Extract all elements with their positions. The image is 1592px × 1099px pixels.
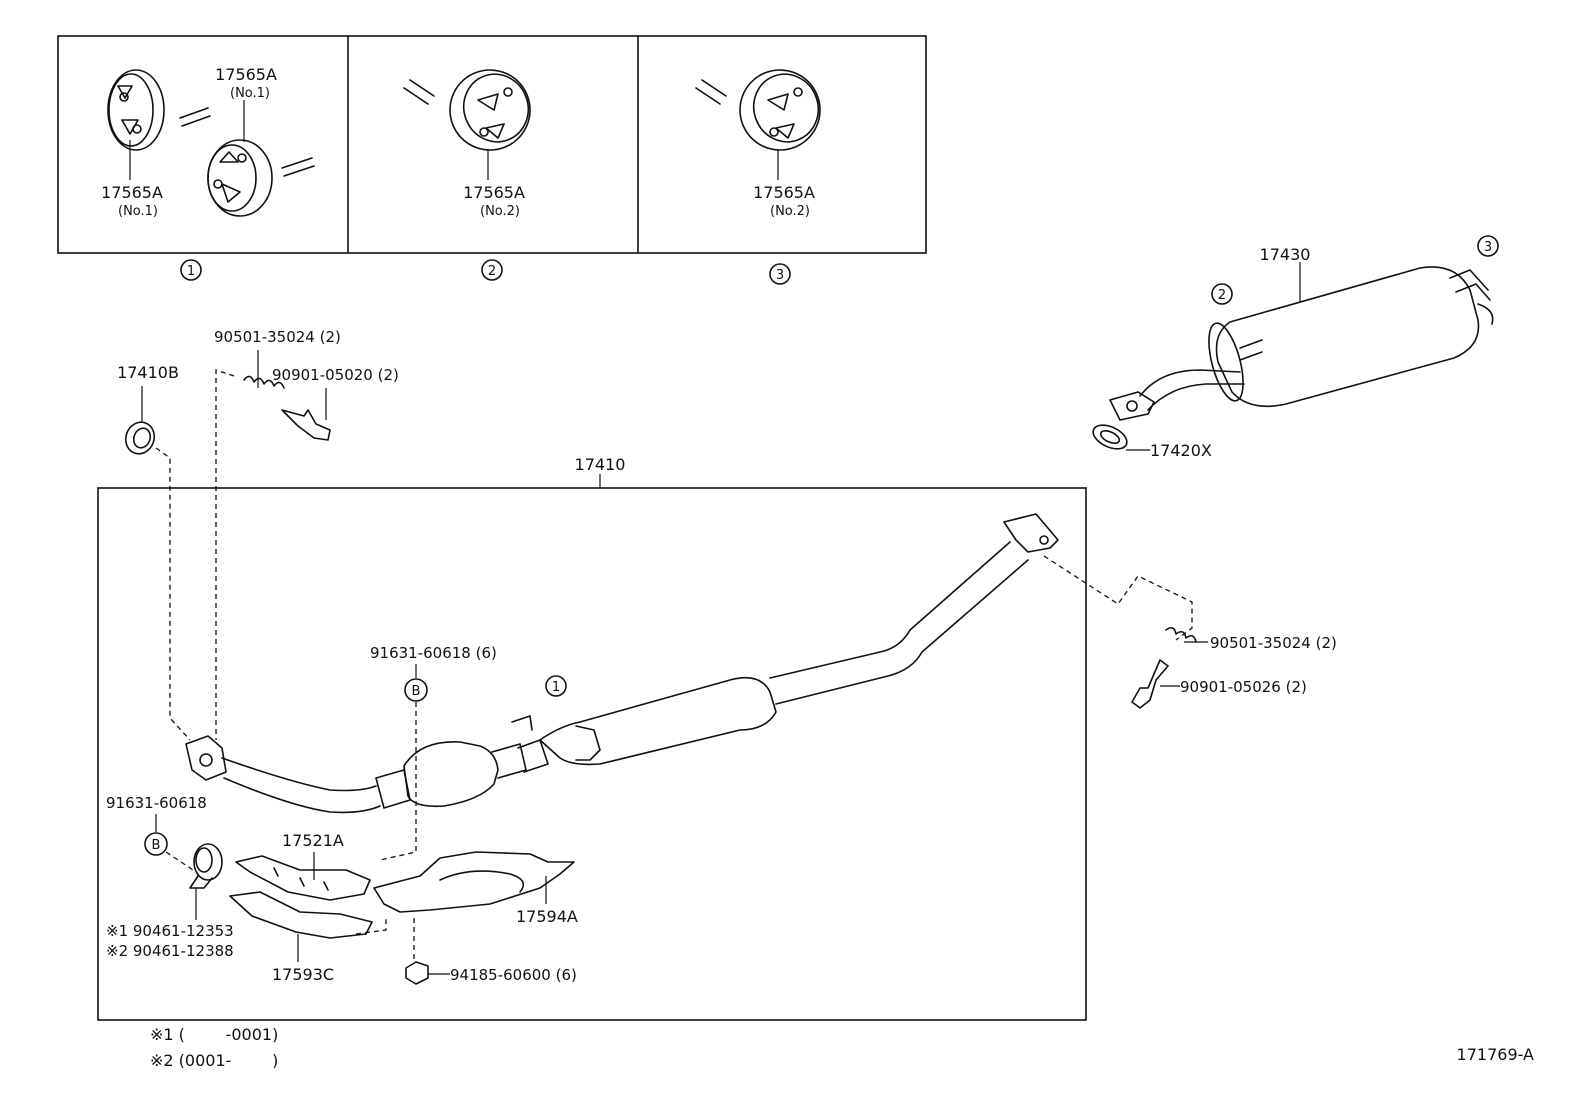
hanger-pin-icon xyxy=(281,157,315,177)
assembly-label: 17410 xyxy=(575,455,626,474)
hanger-rubber-icon xyxy=(207,139,273,217)
part-label: 17565A xyxy=(753,183,815,202)
bolt-icon xyxy=(281,409,331,441)
bracket-b-left: 91631-60618 B ※1 90461-12353 ※2 90461-12… xyxy=(106,794,234,960)
center-pipe: 1 xyxy=(511,513,1059,766)
clamp-icon xyxy=(189,843,223,889)
heat-insulator-upper xyxy=(235,855,371,901)
callout-2: 2 xyxy=(481,259,503,281)
assembly-frame xyxy=(97,487,1087,1021)
part-label: ※1 90461-12353 xyxy=(106,922,234,940)
part-label: 90901-05026 (2) xyxy=(1180,678,1307,696)
nut-icon xyxy=(405,961,429,985)
inset-panel-1: 17565A (No.1) 17565A (No.1) xyxy=(101,65,315,219)
svg-text:B: B xyxy=(412,684,421,699)
hanger-pin-icon xyxy=(695,79,727,105)
part-label: 17565A xyxy=(215,65,277,84)
heat-insulators: 17521A 17593C 17594A xyxy=(229,831,578,984)
nut-group: 94185-60600 (6) xyxy=(405,918,577,985)
callout-1: 1 xyxy=(180,259,202,281)
footnotes: ※1 ( -0001) ※2 (0001- ) xyxy=(150,1025,278,1070)
top-fastener-group: 90501-35024 (2) 90901-05020 (2) xyxy=(214,328,399,740)
front-exhaust-pipe xyxy=(185,735,381,814)
hanger-pin-icon xyxy=(403,79,435,105)
callout-2: 2 xyxy=(1211,283,1233,305)
part-label: 90501-35024 (2) xyxy=(214,328,341,346)
hanger-rubber-icon xyxy=(739,69,821,151)
muffler-body xyxy=(1215,266,1480,408)
part-label: 91631-60618 xyxy=(106,794,207,812)
svg-text:3: 3 xyxy=(1484,240,1492,255)
callout-3: 3 xyxy=(1477,235,1499,257)
hanger-rubber-icon xyxy=(449,69,531,151)
heat-insulator-lower xyxy=(229,891,373,939)
part-label: 17565A xyxy=(463,183,525,202)
inset-frame xyxy=(57,35,927,254)
part-label: 17521A xyxy=(282,831,344,850)
part-label: 17430 xyxy=(1260,245,1311,264)
rear-flange xyxy=(1003,513,1059,553)
part-label: 17593C xyxy=(272,965,334,984)
footnote-2: ※2 (0001- ) xyxy=(150,1051,278,1070)
bolt-icon xyxy=(1131,659,1169,709)
svg-text:2: 2 xyxy=(488,264,496,279)
muffler-flange xyxy=(1109,391,1155,421)
part-label: 90501-35024 (2) xyxy=(1210,634,1337,652)
part-label: 17594A xyxy=(516,907,578,926)
muffler-hanger xyxy=(1449,269,1491,301)
svg-text:1: 1 xyxy=(187,264,195,279)
part-label: 91631-60618 (6) xyxy=(370,644,497,662)
part-label: 17410B xyxy=(117,363,179,382)
gasket-icon xyxy=(124,421,156,455)
part-note: (No.1) xyxy=(118,204,158,219)
part-note: (No.1) xyxy=(230,86,270,101)
svg-text:1: 1 xyxy=(552,680,560,695)
muffler-inlet-pipe xyxy=(1139,369,1241,397)
gasket-icon xyxy=(1092,424,1128,450)
diagram-id: 171769-A xyxy=(1457,1045,1535,1064)
part-label: ※2 90461-12388 xyxy=(106,942,234,960)
front-gasket-group: 17410B xyxy=(117,363,191,741)
inset-panel-3: 17565A (No.2) xyxy=(695,69,821,219)
rear-fastener-group: 90501-35024 (2) 90901-05026 (2) xyxy=(1043,555,1337,709)
muffler-tailpipe xyxy=(1477,303,1494,325)
hanger-pin-icon xyxy=(179,107,211,127)
heat-insulator-rear xyxy=(373,851,575,913)
callout-1: 1 xyxy=(545,675,567,697)
hanger-rubber-icon xyxy=(107,69,165,151)
spring-icon xyxy=(243,375,285,389)
part-label: 17420X xyxy=(1150,441,1212,460)
part-label: 90901-05020 (2) xyxy=(272,366,399,384)
svg-text:B: B xyxy=(152,838,161,853)
front-flange xyxy=(185,735,227,781)
footnote-1: ※1 ( -0001) xyxy=(150,1025,278,1044)
callout-3: 3 xyxy=(769,263,791,285)
catalytic-converter xyxy=(375,739,549,809)
svg-text:2: 2 xyxy=(1218,288,1226,303)
marker-b: B xyxy=(404,678,428,702)
spring-icon xyxy=(1165,626,1197,643)
inset-panels: 17565A (No.1) 17565A (No.1) 17565A (No.2… xyxy=(57,35,927,285)
part-label: 17565A xyxy=(101,183,163,202)
part-note: (No.2) xyxy=(480,204,520,219)
part-note: (No.2) xyxy=(770,204,810,219)
center-hanger xyxy=(511,715,601,761)
muffler-assembly: 17420X 17430 2 3 xyxy=(1092,235,1499,460)
inset-panel-2: 17565A (No.2) xyxy=(403,69,531,219)
svg-text:3: 3 xyxy=(776,268,784,283)
marker-b: B xyxy=(144,832,168,856)
bracket-b-top: 91631-60618 (6) B xyxy=(370,644,497,861)
part-label: 94185-60600 (6) xyxy=(450,966,577,984)
